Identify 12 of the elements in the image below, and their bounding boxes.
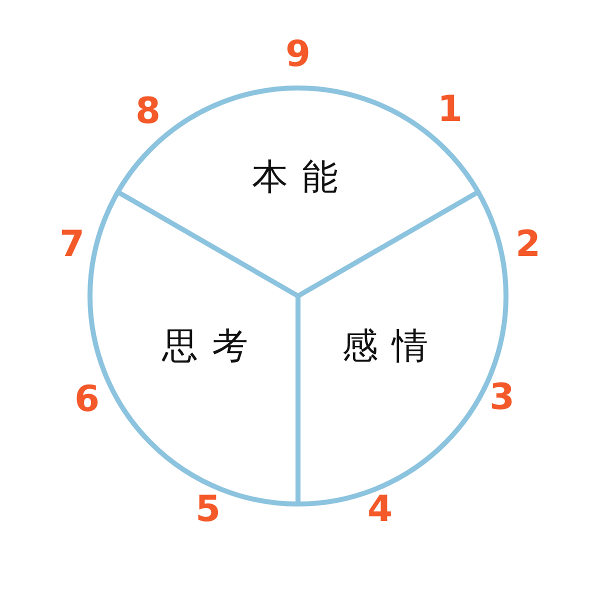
position-number: 6: [74, 382, 100, 418]
sector-label: 感情: [328, 329, 442, 365]
position-number: 1: [437, 92, 463, 128]
sector-label: 思考: [148, 329, 262, 365]
position-number: 9: [285, 37, 311, 73]
sector-label: 本能: [238, 160, 352, 196]
position-number: 4: [367, 492, 393, 528]
position-number: 8: [135, 94, 161, 130]
position-number: 3: [489, 380, 515, 416]
position-number: 5: [195, 492, 221, 528]
position-number: 7: [59, 227, 85, 263]
position-number: 2: [515, 227, 541, 263]
